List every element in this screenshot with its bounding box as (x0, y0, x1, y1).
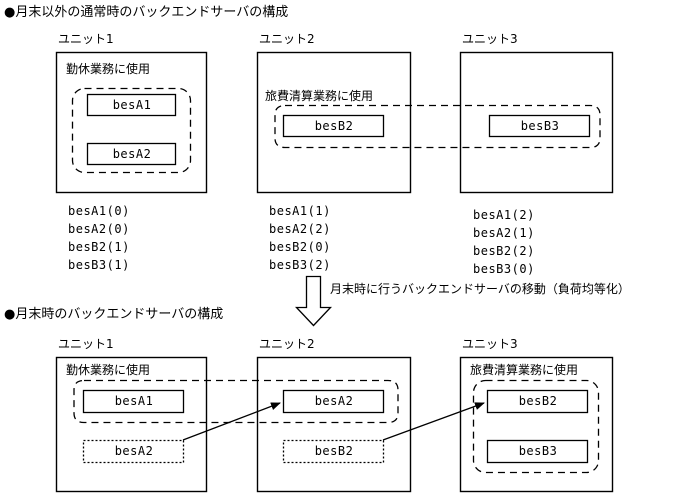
server-box-bottom-besA2-ghost (82, 439, 185, 464)
unit-label-top-3: ユニット3 (462, 32, 518, 46)
server-box-top-besB2 (282, 114, 385, 138)
server-label-top-besB2: besB2 (314, 119, 354, 133)
group-label-top-unit2: 旅費清算業務に使用 (265, 89, 374, 103)
unit-label-top-2: ユニット2 (259, 32, 315, 46)
status-top-3-0: besA1(2) (473, 208, 535, 222)
server-box-top-besB3 (488, 114, 591, 138)
group-label-bottom-unit1: 勤休業務に使用 (66, 363, 151, 377)
server-box-bottom-besA1 (82, 389, 185, 414)
status-top-1-2: besB2(1) (68, 240, 130, 254)
status-top-2-0: besA1(1) (269, 204, 331, 218)
unit-label-bottom-3: ユニット3 (462, 337, 518, 351)
server-label-bottom-besA2: besA2 (314, 394, 354, 408)
status-top-1-3: besB3(1) (68, 258, 130, 272)
server-label-top-besA1: besA1 (112, 98, 152, 112)
status-top-2-2: besB2(0) (269, 240, 331, 254)
group-label-top-unit1: 勤休業務に使用 (66, 62, 151, 76)
unit-label-bottom-2: ユニット2 (259, 337, 315, 351)
unit-box-bottom-3 (459, 356, 614, 493)
migration-arrow-besB2 (382, 402, 485, 441)
unit-box-top-1 (55, 51, 208, 194)
group-boundary-bottom-unit1-unit2 (73, 379, 399, 424)
unit-label-top-1: ユニット1 (58, 32, 114, 46)
unit-box-bottom-1 (55, 356, 208, 493)
section-heading-normal: ●月末以外の通常時のバックエンドサーバの構成 (4, 5, 289, 20)
group-boundary-top-unit2-unit3 (274, 104, 601, 149)
unit-box-top-2 (256, 51, 412, 194)
status-top-1-1: besA2(0) (68, 222, 130, 236)
status-top-2-3: besB3(2) (269, 258, 331, 272)
unit-box-top-3 (459, 51, 614, 194)
server-label-top-besA2: besA2 (112, 147, 152, 161)
server-label-bottom-besA2-ghost: besA2 (114, 444, 154, 458)
server-label-bottom-besB2-ghost: besB2 (314, 444, 354, 458)
server-box-bottom-besB2 (486, 389, 589, 414)
status-top-3-2: besB2(2) (473, 244, 535, 258)
server-box-bottom-besB3 (486, 439, 589, 464)
status-top-1-0: besA1(0) (68, 204, 130, 218)
server-label-bottom-besB3: besB3 (518, 444, 558, 458)
server-label-bottom-besB2: besB2 (518, 394, 558, 408)
unit-label-bottom-1: ユニット1 (58, 337, 114, 351)
status-top-3-1: besA2(1) (473, 226, 535, 240)
server-box-top-besA2 (86, 142, 177, 166)
server-box-top-besA1 (86, 93, 177, 117)
status-top-2-1: besA2(2) (269, 222, 331, 236)
server-box-bottom-besB2-ghost (282, 439, 385, 464)
group-boundary-bottom-unit3 (472, 379, 600, 474)
group-label-bottom-unit3: 旅費清算業務に使用 (470, 363, 579, 377)
transition-arrow-label: 月末時に行うバックエンドサーバの移動（負荷均等化） (330, 282, 630, 296)
transition-block-arrow (294, 275, 333, 327)
server-box-bottom-besA2 (282, 389, 385, 414)
server-label-top-besB3: besB3 (520, 119, 560, 133)
section-heading-month-end: ●月末時のバックエンドサーバの構成 (4, 307, 224, 322)
unit-box-bottom-2 (256, 356, 412, 493)
status-top-3-3: besB3(0) (473, 262, 535, 276)
migration-arrow-besA2 (182, 402, 281, 441)
server-label-bottom-besA1: besA1 (114, 394, 154, 408)
